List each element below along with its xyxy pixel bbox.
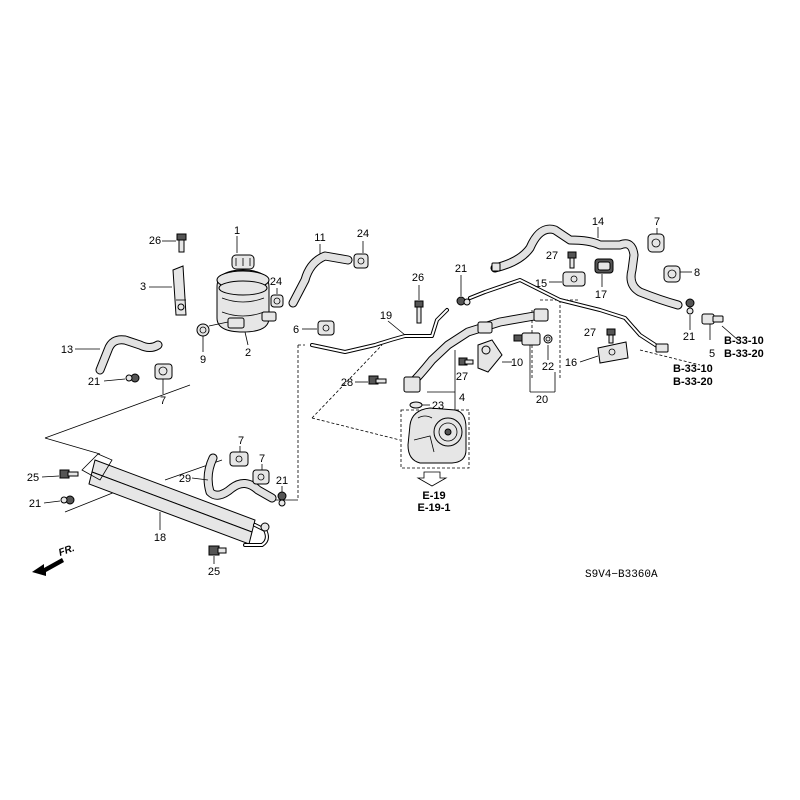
bolt-26-icon [176,233,187,253]
bracket-16 [597,341,629,364]
suction-hose-11 [288,251,353,308]
pressure-hose-4 [403,308,549,393]
clamp-8-icon [663,265,681,283]
power-steering-pump [407,407,467,464]
callout-1: 1 [234,225,240,237]
clamp-6-icon [317,320,335,336]
callout-24-upper: 24 [357,228,369,240]
callout-3: 3 [140,281,146,293]
callout-19: 19 [380,310,392,322]
callout-21-cooler: 21 [29,498,41,510]
callout-7-left: 7 [160,395,166,407]
front-direction-arrow-icon [32,558,64,576]
washer-23-icon [409,401,423,409]
callout-29: 29 [179,473,191,485]
clamp-17-icon [594,258,614,274]
callout-27-mid: 27 [456,371,468,383]
callout-16: 16 [565,357,577,369]
return-hose-14 [490,224,683,310]
clamp-24-upper-icon [353,253,369,269]
clamp-21-hose-icon [277,491,287,507]
bolt-27-top-icon [567,251,577,269]
callout-21-left: 21 [88,376,100,388]
callout-18: 18 [154,532,166,544]
return-pipe [468,278,662,350]
callout-27-lower: 27 [584,327,596,339]
ref-b33-10-a[interactable]: B-33-10 [724,335,764,347]
return-hose-13 [95,335,163,375]
fitting-5-icon [701,313,724,325]
callout-13: 13 [61,344,73,356]
ref-e19-1[interactable]: E-19-1 [417,502,450,514]
clamp-21-right-icon [685,298,695,315]
callout-23: 23 [432,400,444,412]
ref-b33-20-b[interactable]: B-33-20 [673,376,713,388]
fitting-20-icon [513,332,553,346]
callout-20: 20 [536,394,548,406]
callout-28: 28 [341,377,353,389]
reservoir-tank [216,269,270,333]
bolt-26-right-icon [414,300,424,324]
callout-9: 9 [200,354,206,366]
bracket-10 [477,339,503,373]
callout-22: 22 [542,361,554,373]
ref-b33-20-a[interactable]: B-33-20 [724,348,764,360]
callout-26-right: 26 [412,272,424,284]
front-direction-label: FR. [57,543,76,559]
callout-6: 6 [293,324,299,336]
clamp-7-icon [154,363,173,380]
clamp-21-cooler-icon [60,495,75,505]
callout-26-left: 26 [149,235,161,247]
callout-4: 4 [459,392,465,404]
clamp-9-icon [196,323,210,337]
callout-7-right: 7 [654,216,660,228]
clamp-21-mid-icon [456,296,471,306]
callout-17: 17 [595,289,607,301]
callout-21-right: 21 [683,331,695,343]
ref-b33-10-b[interactable]: B-33-10 [673,363,713,375]
callout-27-top: 27 [546,250,558,262]
clamp-7-hose-a-icon [229,451,249,467]
clamp-7-hose-b-icon [252,469,270,485]
callout-5: 5 [709,348,715,360]
feed-pipe-19 [310,308,449,354]
clamp-21-icon [125,373,140,383]
clamp-24-lower-icon [270,294,284,308]
cooler-18 [81,453,270,547]
pump-group-box [400,409,470,469]
callout-21-mid: 21 [455,263,467,275]
cooler-hose-29 [203,453,277,503]
callout-15: 15 [535,278,547,290]
callout-8: 8 [694,267,700,279]
callout-2: 2 [245,347,251,359]
reservoir-bracket [172,265,187,316]
bolt-27-mid-icon [458,357,474,366]
callout-7-hose-b: 7 [259,453,265,465]
callout-7-hose-a: 7 [238,435,244,447]
diagram-code: S9V4−B3360A [585,569,658,581]
bolt-25-top-icon [59,469,79,479]
callout-10: 10 [511,357,523,369]
clamp-15-icon [562,271,586,287]
callout-25-top: 25 [27,472,39,484]
arrow-down-icon [416,471,448,487]
bolt-27-lower-icon [606,328,616,344]
bolt-28-icon [368,375,387,385]
clamp-7-right-icon [647,233,665,253]
callout-11: 11 [314,232,325,244]
callout-24-lower: 24 [270,276,282,288]
callout-25-bottom: 25 [208,566,220,578]
ref-e19[interactable]: E-19 [422,490,445,502]
callout-21-hose: 21 [276,475,288,487]
callout-14: 14 [592,216,604,228]
reservoir-cap [231,254,255,270]
bolt-25-bottom-icon [208,545,227,556]
